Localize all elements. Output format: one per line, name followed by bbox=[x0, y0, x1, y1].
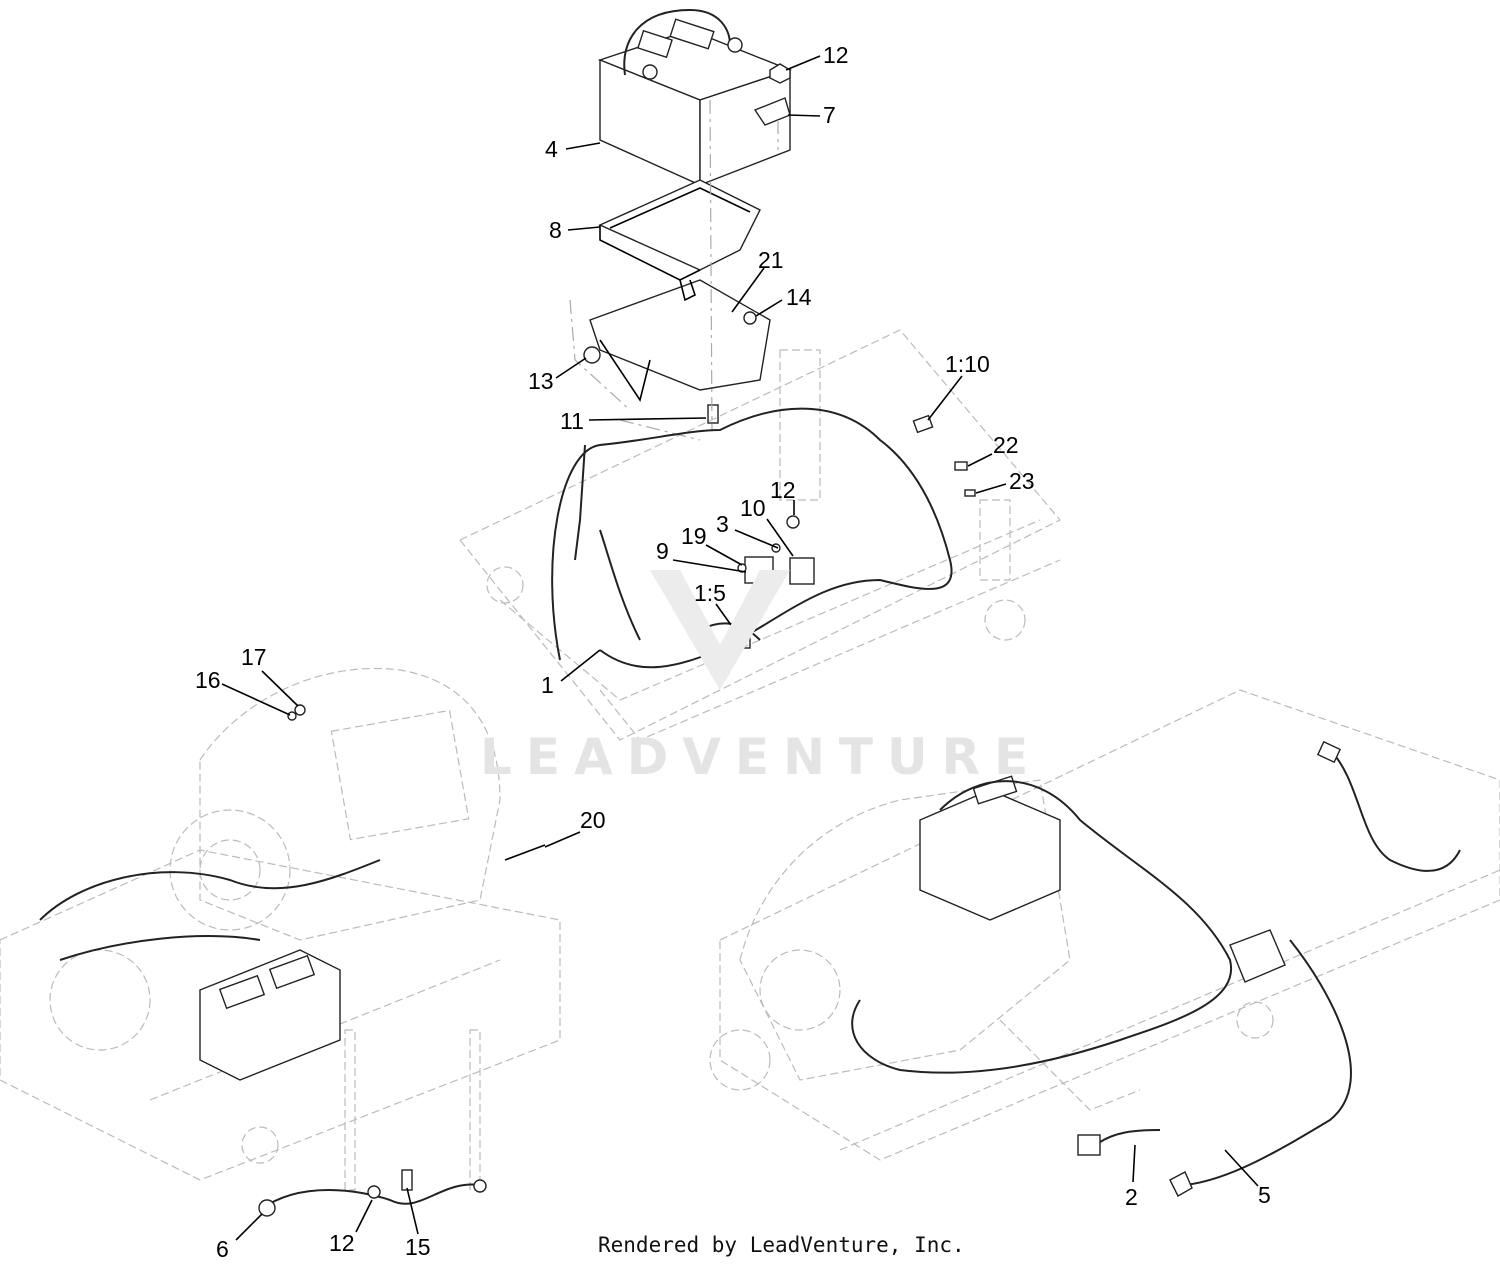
engine-left bbox=[0, 667, 561, 1191]
callout-3: 3 bbox=[716, 511, 729, 537]
callout-16: 16 bbox=[195, 667, 221, 693]
callout-8: 8 bbox=[549, 217, 562, 243]
leader-lines bbox=[221, 55, 1259, 1241]
frame-top bbox=[459, 329, 1061, 741]
callout-12-bottom: 12 bbox=[329, 1230, 355, 1256]
callout-12-center: 12 bbox=[770, 477, 796, 503]
callout-12-top: 12 bbox=[823, 42, 849, 68]
callout-1-10: 1:10 bbox=[945, 351, 990, 377]
engine-right bbox=[709, 689, 1500, 1161]
callout-23: 23 bbox=[1009, 468, 1035, 494]
callout-17: 17 bbox=[241, 644, 267, 670]
callout-20: 20 bbox=[580, 807, 606, 833]
callout-21: 21 bbox=[758, 247, 784, 273]
callout-15: 15 bbox=[405, 1234, 431, 1260]
callout-1-5: 1:5 bbox=[694, 580, 726, 606]
callout-11: 11 bbox=[560, 408, 584, 434]
ground-cable bbox=[258, 1169, 487, 1217]
callout-22: 22 bbox=[993, 432, 1019, 458]
callout-9: 9 bbox=[656, 538, 669, 564]
wiring-harness-right bbox=[851, 740, 1461, 1197]
bolt-20 bbox=[504, 844, 546, 861]
callout-6: 6 bbox=[216, 1236, 229, 1262]
callout-2: 2 bbox=[1125, 1184, 1138, 1210]
callout-7: 7 bbox=[823, 102, 836, 128]
callout-14: 14 bbox=[786, 284, 812, 310]
watermark-text: LEADVENTURE bbox=[480, 728, 1043, 786]
battery-tray bbox=[598, 179, 761, 281]
callout-4: 4 bbox=[545, 136, 558, 162]
center-line-dashes bbox=[569, 99, 779, 441]
callout-10: 10 bbox=[740, 495, 766, 521]
battery bbox=[597, 8, 793, 187]
leadventure-logo-watermark bbox=[650, 570, 790, 690]
callout-1: 1 bbox=[541, 672, 554, 698]
hardware-16-17 bbox=[287, 704, 306, 721]
mounting-bracket bbox=[583, 279, 771, 402]
callout-13: 13 bbox=[528, 368, 554, 394]
footer-credit: Rendered by LeadVenture, Inc. bbox=[598, 1233, 965, 1257]
callout-19: 19 bbox=[681, 523, 707, 549]
callout-5: 5 bbox=[1258, 1182, 1271, 1208]
